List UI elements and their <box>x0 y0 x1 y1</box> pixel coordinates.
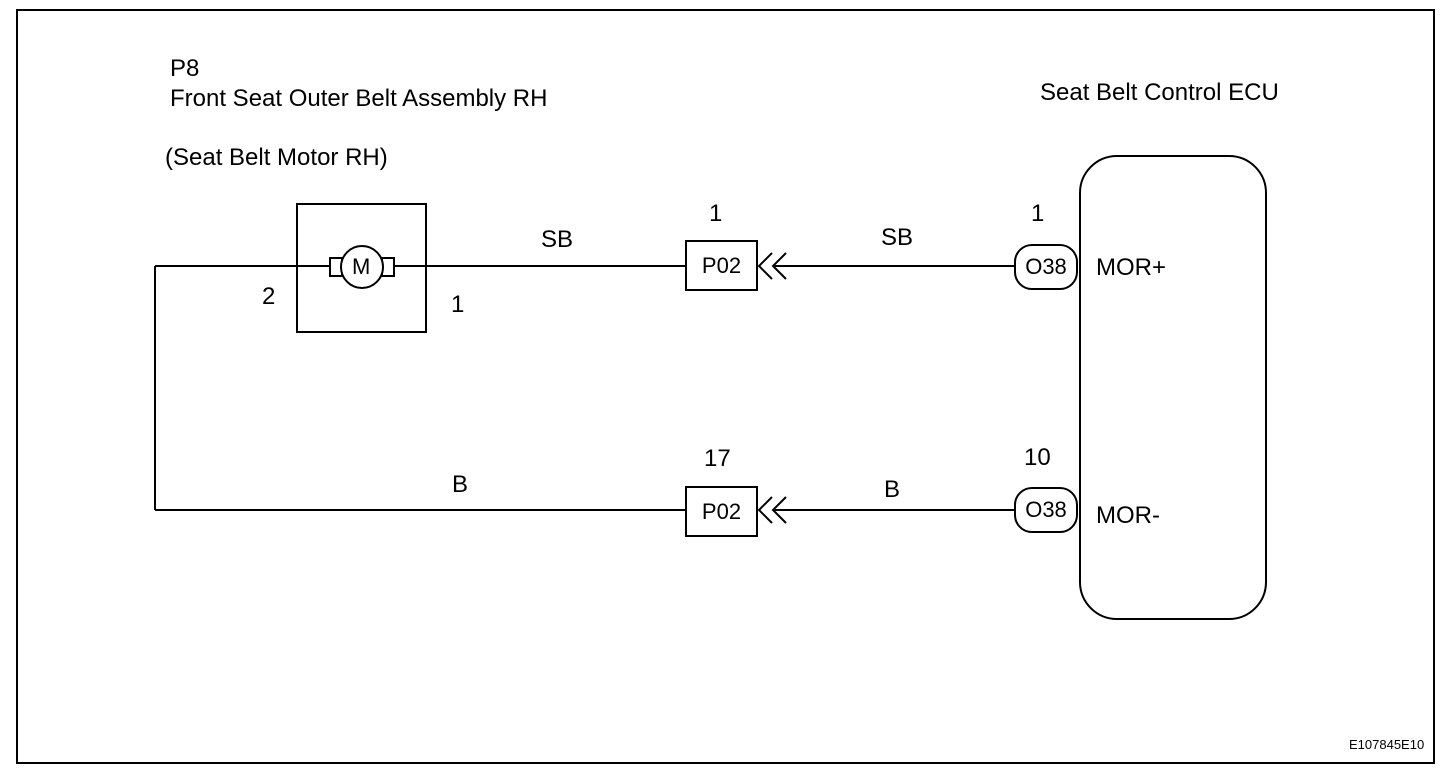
junction-top-pin: 1 <box>709 200 723 227</box>
ecu-terminal-bottom: MOR- <box>1096 502 1160 529</box>
junction-top-connector: P02 <box>685 240 758 291</box>
junction-bottom-code: P02 <box>701 498 742 524</box>
component-sub-name: (Seat Belt Motor RH) <box>165 144 388 171</box>
motor-pin-left: 2 <box>262 283 276 310</box>
motor-component-box <box>296 203 427 333</box>
wire-color-top-right: SB <box>881 224 914 251</box>
component-name: Front Seat Outer Belt Assembly RH <box>170 85 548 112</box>
ecu-bottom-code: O38 <box>1025 497 1067 522</box>
figure-id: E107845E10 <box>1349 737 1425 752</box>
ecu-name: Seat Belt Control ECU <box>1040 79 1279 106</box>
diagram-frame <box>16 9 1435 764</box>
junction-top-code: P02 <box>701 252 742 278</box>
ecu-top-code: O38 <box>1025 254 1067 279</box>
component-code: P8 <box>170 55 200 82</box>
chevron-top-1 <box>757 252 773 280</box>
ecu-top-pin: 1 <box>1031 200 1045 227</box>
motor-pin-right: 1 <box>451 291 465 318</box>
chevron-bottom-1 <box>757 496 773 524</box>
wire-color-top-left: SB <box>541 226 574 253</box>
ecu-bottom-connector: O38 <box>1014 487 1078 533</box>
ecu-terminal-top: MOR+ <box>1096 254 1167 281</box>
ecu-box <box>1079 155 1267 620</box>
junction-bottom-pin: 17 <box>704 445 731 472</box>
junction-bottom-connector: P02 <box>685 486 758 537</box>
ecu-bottom-pin: 10 <box>1024 444 1051 471</box>
wire-color-bottom-left: B <box>452 471 469 498</box>
motor-circle <box>340 245 384 289</box>
ecu-top-connector: O38 <box>1014 244 1078 290</box>
motor-symbol-label: M <box>352 254 371 279</box>
wire-color-bottom-right: B <box>884 476 901 503</box>
